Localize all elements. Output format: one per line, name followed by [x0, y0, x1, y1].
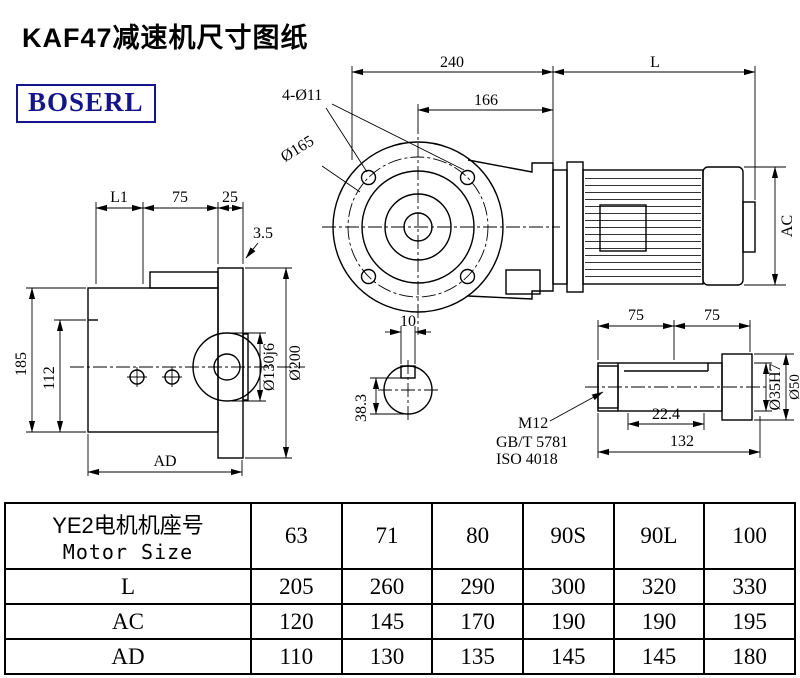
table-cell: 145: [340, 603, 434, 640]
table-header-row: YE2电机机座号 Motor Size 63 71 80 90S 90L 100: [4, 502, 796, 570]
standard-iso-label: ISO 4018: [496, 451, 558, 468]
table-cell: 190: [521, 603, 615, 640]
dim-130-label: Ø130j6: [261, 343, 278, 391]
table-cell: 145: [612, 638, 706, 675]
table-cell: 195: [703, 603, 796, 640]
front-view: 240 L 166 4-Ø11 Ø165 AC: [278, 54, 796, 335]
dim-AD-label: AD: [153, 453, 176, 470]
table-cell: 300: [521, 568, 615, 605]
shaft-end-view: 10 38.3: [353, 313, 438, 422]
dim-50-label: Ø50: [787, 374, 800, 400]
table-cell: 130: [340, 638, 434, 675]
header-label-cn: YE2电机机座号: [52, 513, 204, 538]
table-cell: 145: [521, 638, 615, 675]
dim-22-4-label: 22.4: [652, 406, 680, 423]
dim-25-label: 25: [222, 189, 238, 206]
table-row-AC: AC 120 145 170 190 190 195: [4, 603, 796, 640]
dim-240-label: 240: [440, 54, 464, 71]
boserl-logo: BOSERL: [16, 84, 156, 123]
dim-L1-label: L1: [110, 189, 128, 206]
side-view: L1 75 25 3.5 185 112 Ø130j6 Ø200: [13, 189, 305, 476]
table-cell: 260: [340, 568, 434, 605]
table-cell: 290: [431, 568, 524, 605]
motor-size-table: YE2电机机座号 Motor Size 63 71 80 90S 90L 100…: [4, 502, 796, 675]
table-row-AD: AD 110 130 135 145 145 180: [4, 638, 796, 675]
dim-75b-label: 75: [704, 307, 720, 324]
dim-L-label: L: [650, 54, 660, 71]
dim-AC-label: AC: [779, 215, 796, 237]
page-title: KAF47减速机尺寸图纸: [22, 23, 309, 53]
dim-112-label: 112: [41, 366, 58, 389]
dim-holes-label: 4-Ø11: [282, 87, 322, 104]
motor-size-col-100: 100: [703, 502, 796, 570]
dim-3-5-label: 3.5: [253, 225, 273, 242]
table-cell: 120: [250, 603, 343, 640]
row-label-L: L: [4, 568, 252, 605]
dim-bolt-circle-label: Ø165: [278, 133, 317, 166]
table-cell: 110: [250, 638, 343, 675]
dim-132-label: 132: [670, 433, 694, 450]
dim-185-label: 185: [13, 352, 30, 376]
boserl-logo-text: BOSERL: [28, 87, 144, 117]
motor-size-col-90S: 90S: [521, 502, 615, 570]
motor-size-col-63: 63: [250, 502, 343, 570]
thread-spec-label: M12: [518, 415, 548, 432]
table-cell: 170: [431, 603, 524, 640]
table-cell: 180: [703, 638, 796, 675]
dim-75a-label: 75: [628, 307, 644, 324]
dim-38-3-label: 38.3: [353, 394, 370, 422]
table-cell: 330: [703, 568, 796, 605]
row-label-AD: AD: [4, 638, 252, 675]
dim-35H7-label: Ø35H7: [767, 363, 784, 410]
motor-size-col-90L: 90L: [612, 502, 706, 570]
table-cell: 135: [431, 638, 524, 675]
table-cell: 190: [612, 603, 706, 640]
dim-10-label: 10: [400, 313, 416, 330]
table-cell: 205: [250, 568, 343, 605]
technical-drawing: 240 L 166 4-Ø11 Ø165 AC: [13, 54, 800, 476]
motor-size-col-80: 80: [431, 502, 524, 570]
shaft-detail-view: 75 75 M12 GB/T 5781 ISO 4018 22.4 132 Ø3…: [496, 307, 800, 468]
table-header-label: YE2电机机座号 Motor Size: [4, 502, 252, 570]
table-row-L: L 205 260 290 300 320 330: [4, 568, 796, 605]
table-cell: 320: [612, 568, 706, 605]
dim-166-label: 166: [474, 92, 498, 109]
dim-200-label: Ø200: [287, 345, 304, 381]
header-label-en: Motor Size: [62, 540, 194, 564]
dim-75-label: 75: [172, 189, 188, 206]
motor-size-col-71: 71: [340, 502, 434, 570]
row-label-AC: AC: [4, 603, 252, 640]
standard-gb-label: GB/T 5781: [496, 434, 568, 451]
